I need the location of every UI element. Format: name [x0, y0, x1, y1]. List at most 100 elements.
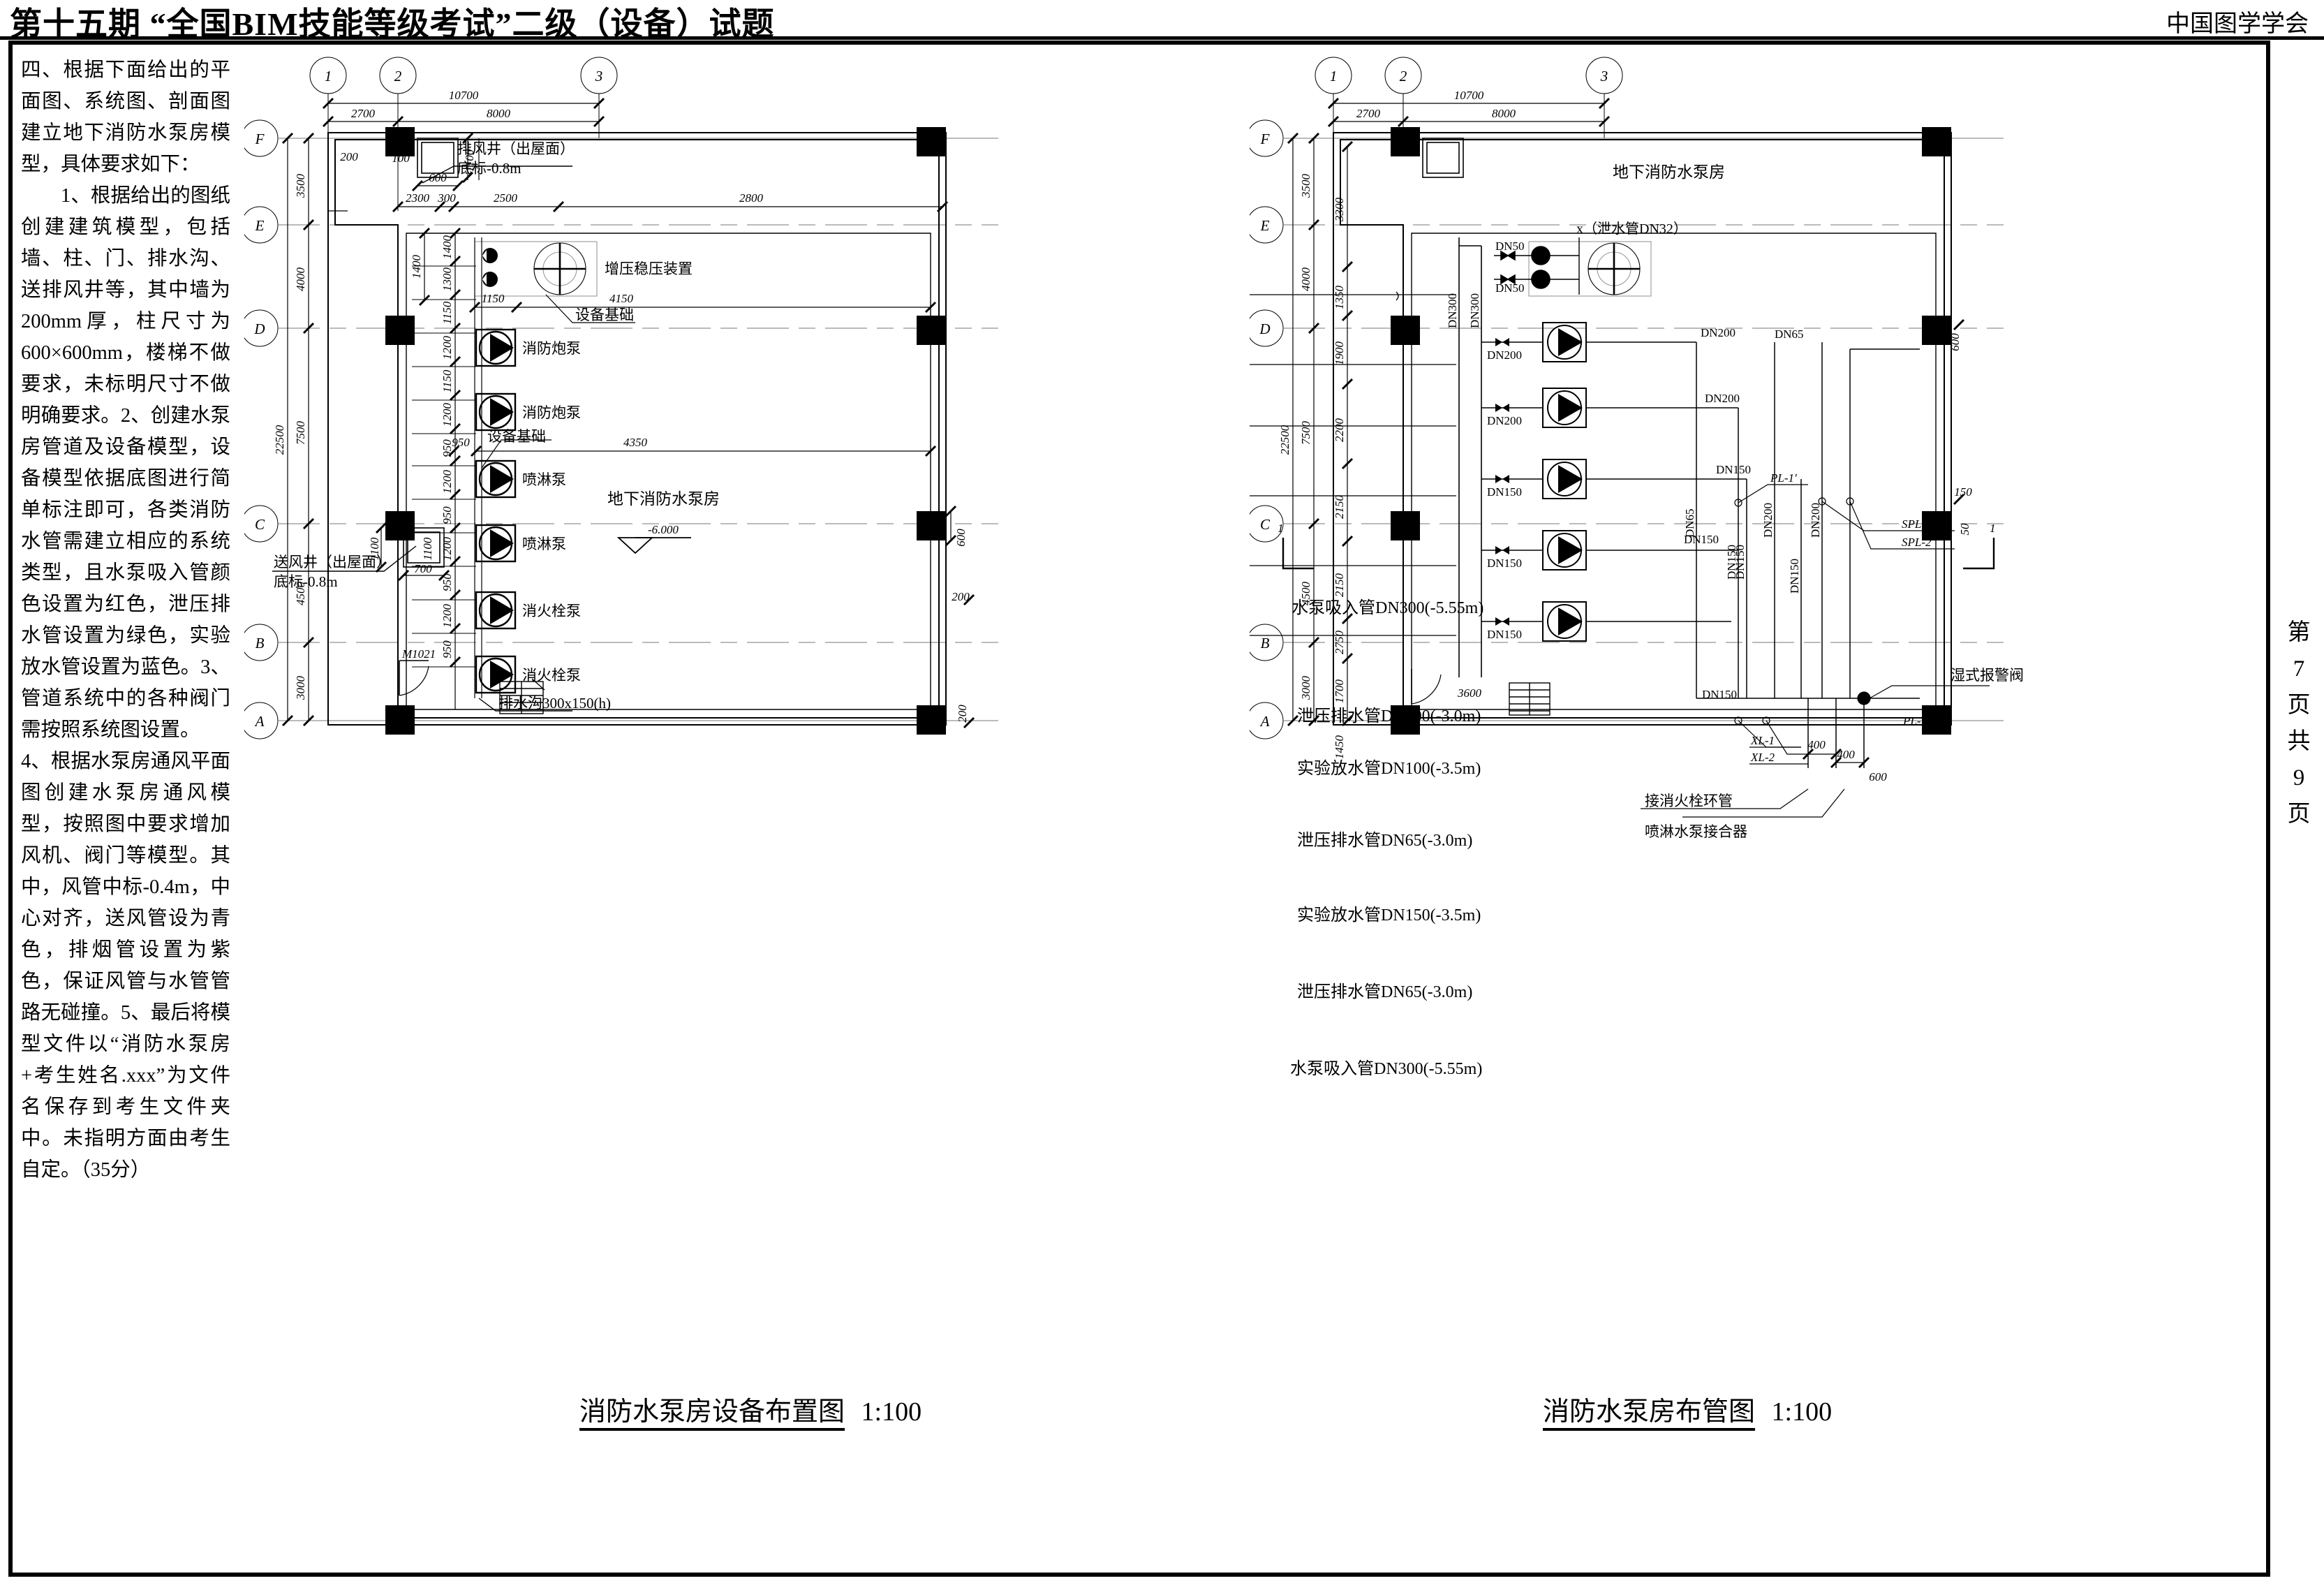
svg-text:1100: 1100: [368, 537, 381, 560]
dn-tag-dn50-a: DN50: [1495, 240, 1525, 253]
svg-text:100: 100: [392, 152, 410, 165]
svg-text:1150: 1150: [482, 292, 505, 305]
dim-overall-left: 22500: [273, 425, 286, 455]
pump-label-1: 消防炮泵: [522, 340, 581, 357]
svg-text:2150: 2150: [1333, 495, 1346, 520]
svg-text:A: A: [254, 713, 265, 730]
organization-label: 中国图学学会: [2166, 11, 2309, 37]
svg-text:400: 400: [1837, 748, 1855, 761]
svg-text:8000: 8000: [1492, 107, 1516, 120]
page-number-block: 第 7 页 共 9 页: [2278, 614, 2320, 832]
room-label: 地下消防水泵房: [607, 490, 720, 508]
dn-tag-dn300-b: DN300: [1468, 293, 1481, 328]
riser-tag-spl1: SPL-1: [1902, 517, 1932, 531]
page-mark-3: 共: [2287, 729, 2311, 754]
instructions-block: 四、根据下面给出的平面图、系统图、剖面图建立地下消防水泵房模型，具体要求如下： …: [21, 54, 230, 1186]
svg-text:4150: 4150: [609, 292, 634, 305]
svg-text:950: 950: [441, 506, 454, 524]
instruction-intro: 四、根据下面给出的平面图、系统图、剖面图建立地下消防水泵房模型，具体要求如下：: [21, 59, 230, 175]
svg-text:1150: 1150: [441, 369, 454, 392]
svg-text:600: 600: [1869, 770, 1887, 783]
exhaust-shaft-label: 排风井（出屋面）: [457, 140, 575, 157]
page-title: 第十五期 “全国BIM技能等级考试”二级（设备）试题: [10, 6, 775, 42]
svg-text:2300: 2300: [406, 191, 430, 205]
pipe-label-2: 泄压排水管DN100(-3.0m): [1297, 707, 1481, 726]
riser-tag-xl1: XL-1: [1750, 734, 1775, 747]
svg-text:DN150: DN150: [1725, 545, 1738, 580]
wet-alarm-valve-label: 湿式报警阀: [1951, 667, 2024, 684]
right-room-label: 地下消防水泵房: [1613, 163, 1725, 181]
svg-text:E: E: [1260, 217, 1270, 234]
svg-text:700: 700: [414, 562, 432, 575]
svg-text:D: D: [253, 321, 265, 337]
sheet-border: [8, 41, 2270, 1577]
svg-text:600: 600: [429, 171, 447, 184]
svg-text:DN65: DN65: [1775, 327, 1804, 341]
svg-text:950: 950: [441, 439, 454, 457]
svg-text:4350: 4350: [623, 436, 648, 449]
dn-tag-dn200-out2: DN200: [1705, 392, 1740, 405]
dn-tag-dn300-a: DN300: [1446, 293, 1459, 328]
riser-tag-pl1p: PL-1': [1770, 471, 1797, 485]
svg-text:1350: 1350: [1333, 286, 1346, 310]
door-tag: M1021: [401, 647, 436, 661]
pipe-label-1: 水泵吸入管DN300(-5.55m): [1291, 599, 1484, 617]
svg-text:1200: 1200: [441, 604, 454, 628]
svg-text:1200: 1200: [441, 336, 454, 360]
supply-shaft-elev: 底标-0.8m: [274, 573, 338, 590]
supply-shaft-label: 送风井（出屋面）: [274, 554, 391, 571]
svg-text:400: 400: [1807, 738, 1826, 751]
svg-text:B: B: [1261, 635, 1270, 652]
svg-text:50: 50: [1958, 523, 1971, 536]
svg-text:1900: 1900: [1333, 341, 1346, 366]
page-mark-2: 页: [2287, 693, 2311, 718]
svg-text:2: 2: [1400, 68, 1407, 84]
dim-3600: 3600: [1457, 686, 1482, 700]
svg-text:1450: 1450: [1333, 735, 1346, 760]
svg-text:950: 950: [452, 436, 470, 449]
page-mark-4: 9: [2293, 765, 2305, 790]
dim-overall-top: 10700: [449, 89, 479, 102]
svg-text:3000: 3000: [294, 676, 307, 701]
pipe-label-6: 泄压排水管DN65(-3.0m): [1297, 983, 1473, 1001]
svg-text:2500: 2500: [494, 191, 518, 205]
svg-text:600: 600: [1948, 333, 1962, 351]
header-divider: [0, 36, 2324, 40]
pressurization-device-label: 增压稳压装置: [605, 260, 693, 277]
right-drawing-caption: 消防水泵房布管图 1:100: [1543, 1390, 1832, 1431]
dn-tag-dn200-in: DN200: [1487, 348, 1522, 362]
sprinkler-connector-note: 喷淋水泵接合器: [1645, 823, 1747, 840]
dn-tag-dn50-b: DN50: [1495, 281, 1525, 295]
svg-text:1400: 1400: [441, 235, 454, 260]
svg-text:3500: 3500: [1299, 174, 1312, 199]
svg-text:2200: 2200: [1333, 418, 1346, 443]
svg-text:200: 200: [340, 150, 358, 163]
svg-text:2: 2: [394, 68, 402, 84]
left-drawing-caption: 消防水泵房设备布置图 1:100: [579, 1390, 922, 1431]
svg-text:2700: 2700: [1356, 107, 1381, 120]
svg-text:1: 1: [325, 68, 332, 84]
riser-tag-xl2: XL-2: [1750, 751, 1775, 764]
svg-text:3300: 3300: [1333, 198, 1346, 223]
svg-text:DN150: DN150: [1733, 545, 1747, 580]
exhaust-shaft-elev: 底标-0.8m: [457, 160, 521, 177]
svg-text:4000: 4000: [1299, 267, 1312, 292]
dim-2700: 2700: [351, 107, 376, 120]
svg-text:3: 3: [595, 68, 603, 84]
pump-label-5: 消火栓泵: [522, 603, 581, 619]
svg-text:1700: 1700: [1333, 679, 1346, 704]
svg-text:300: 300: [437, 191, 456, 205]
instruction-item-2: 4、根据水泵房通风平面图创建水泵房通风模型，按照图中要求增加风机、阀门等模型。其…: [21, 751, 230, 1181]
svg-text:DN200: DN200: [1761, 503, 1775, 538]
pump-label-4: 喷淋泵: [522, 536, 566, 552]
svg-text:10700: 10700: [1454, 89, 1484, 102]
dn-tag-dn150-in3: DN150: [1487, 628, 1522, 641]
svg-text:22500: 22500: [1278, 425, 1291, 455]
svg-text:1400: 1400: [410, 255, 423, 279]
dn-tag-dn200-in2: DN200: [1487, 414, 1522, 427]
pipe-label-4: 泄压排水管DN65(-3.0m): [1297, 832, 1473, 850]
